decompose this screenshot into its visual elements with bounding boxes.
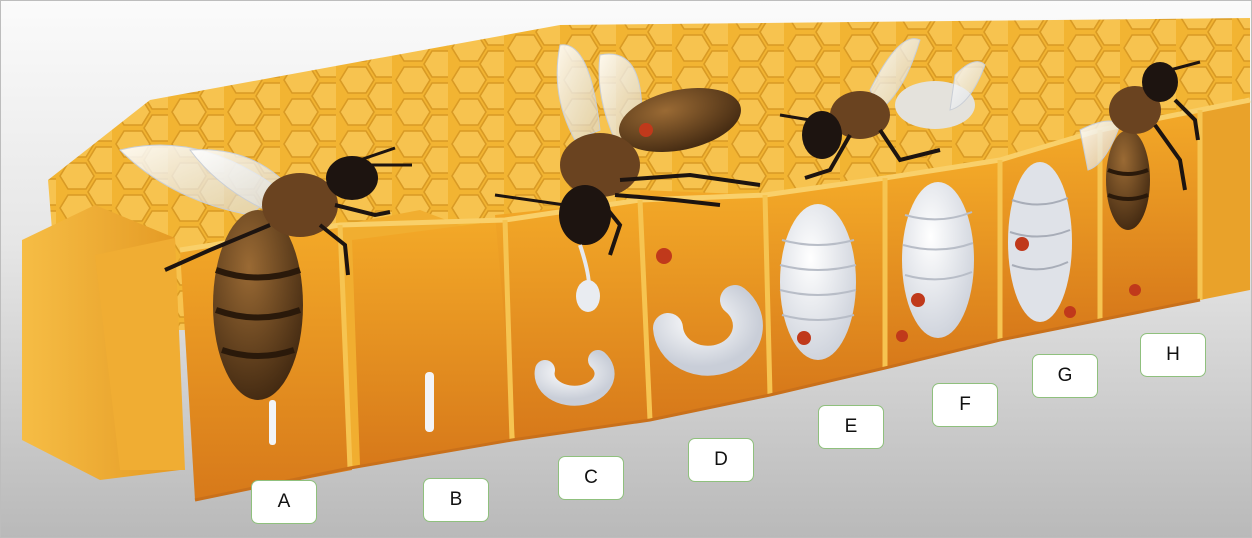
label-g: G <box>1032 354 1098 398</box>
label-f: F <box>932 383 998 427</box>
label-e: E <box>818 405 884 449</box>
label-h: H <box>1140 333 1206 377</box>
label-c: C <box>558 456 624 500</box>
prepupa <box>780 204 856 360</box>
label-b: B <box>423 478 489 522</box>
label-a: A <box>251 480 317 524</box>
egg <box>425 372 434 432</box>
label-d: D <box>688 438 754 482</box>
